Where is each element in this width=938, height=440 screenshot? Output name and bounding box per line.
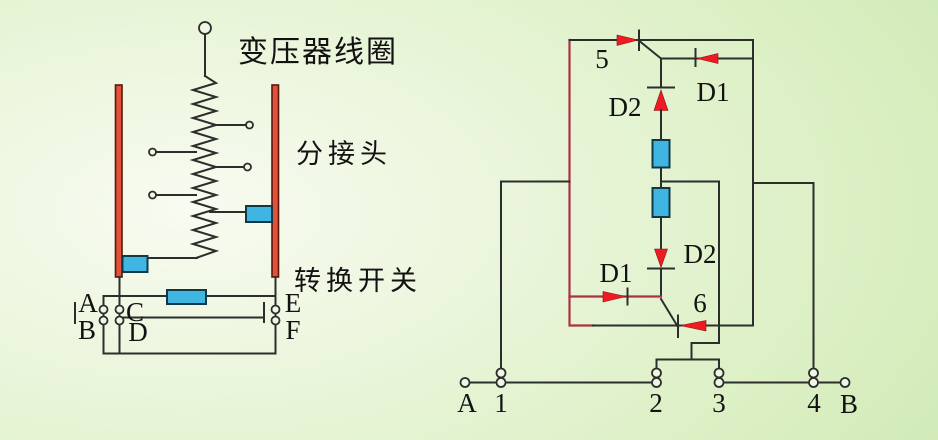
terminal-2-upper-circle	[651, 367, 662, 379]
terminal-A-circle	[459, 377, 471, 388]
d2-lower-arrow	[654, 248, 668, 269]
terminal-f-label: F	[285, 315, 300, 345]
terminal-1-upper-circle	[495, 367, 507, 379]
selector-feed-wire	[660, 180, 720, 361]
terminal-4-label: 4	[807, 388, 821, 418]
terminal-e-circle	[270, 304, 281, 315]
tap-terminal-3	[243, 162, 252, 172]
terminal-1-lower-circle	[495, 377, 507, 388]
resistor-lower	[651, 187, 671, 218]
d1-upper-arrow	[696, 53, 719, 64]
terminal-B-label: B	[840, 389, 858, 419]
terminal1-riser	[500, 180, 571, 370]
central-chain	[647, 57, 675, 298]
coil-top-terminal	[198, 21, 212, 35]
tap-terminal-2	[148, 147, 157, 157]
contact5-arrow	[616, 34, 639, 46]
d1-lower-label: D1	[600, 258, 633, 288]
resistor-upper	[651, 139, 671, 169]
contact5-label: 5	[595, 44, 609, 74]
terminal-d-circle	[114, 315, 125, 326]
terminal-e-label: E	[285, 288, 302, 318]
terminal-2-lower-circle	[651, 377, 662, 388]
d2-lower-label: D2	[684, 239, 717, 269]
contact5-blade	[638, 40, 663, 60]
terminal-A-label: A	[457, 388, 477, 418]
bottom-terminals	[459, 367, 851, 388]
d2-upper-arrow	[653, 89, 669, 111]
d1-upper-label: D1	[697, 77, 730, 107]
terminal-f-circle	[270, 315, 281, 326]
terminal4-riser	[752, 182, 815, 370]
right-wiper-block	[245, 205, 273, 223]
terminal-a-label: A	[78, 288, 98, 318]
terminal-4-lower-circle	[808, 377, 819, 388]
terminal-a-circle	[98, 304, 109, 315]
d1-lower-arrow	[602, 291, 627, 303]
changeover-switch-terminals	[98, 304, 281, 326]
coil-label: 变压器线圈	[238, 36, 398, 69]
red-loop-wire	[568, 38, 595, 327]
contact6-arrow	[679, 320, 707, 332]
switch-circuit-diagram: 5 D1 D2 D2 D1 6 A 1 2 3 4 B	[457, 29, 858, 419]
switch-label: 转换开关	[294, 266, 422, 296]
changeover-switch-wiring	[74, 276, 277, 355]
left-wiper-block	[121, 255, 149, 273]
terminal-B-circle	[839, 377, 851, 388]
transformer-tap-diagram: A B C D E F 变压器线圈 分接头 转换开关	[74, 21, 422, 355]
right-bus-bar	[271, 84, 280, 278]
terminal-c-circle	[114, 304, 125, 315]
d2-upper-label: D2	[609, 92, 642, 122]
tap-terminal-1	[245, 120, 254, 130]
tap-leads	[148, 120, 254, 200]
terminal-4-upper-circle	[808, 367, 819, 379]
terminal-3-upper-circle	[713, 367, 725, 379]
tap-label: 分接头	[296, 139, 392, 169]
terminal-1-label: 1	[494, 388, 508, 418]
terminal-d-label: D	[128, 317, 148, 347]
terminal-3-lower-circle	[713, 377, 725, 388]
tap-terminal-4	[148, 190, 157, 200]
terminal-b-circle	[98, 315, 109, 326]
terminal-2-label: 2	[649, 388, 663, 418]
terminal-c-label: C	[126, 297, 144, 327]
contact6-label: 6	[693, 288, 707, 318]
terminal-3-label: 3	[712, 388, 726, 418]
transition-resistor	[166, 289, 207, 305]
terminal-b-label: B	[78, 315, 96, 345]
left-bus-bar	[114, 84, 123, 278]
contact6-blade	[659, 297, 680, 329]
selector-bridge	[655, 358, 720, 370]
